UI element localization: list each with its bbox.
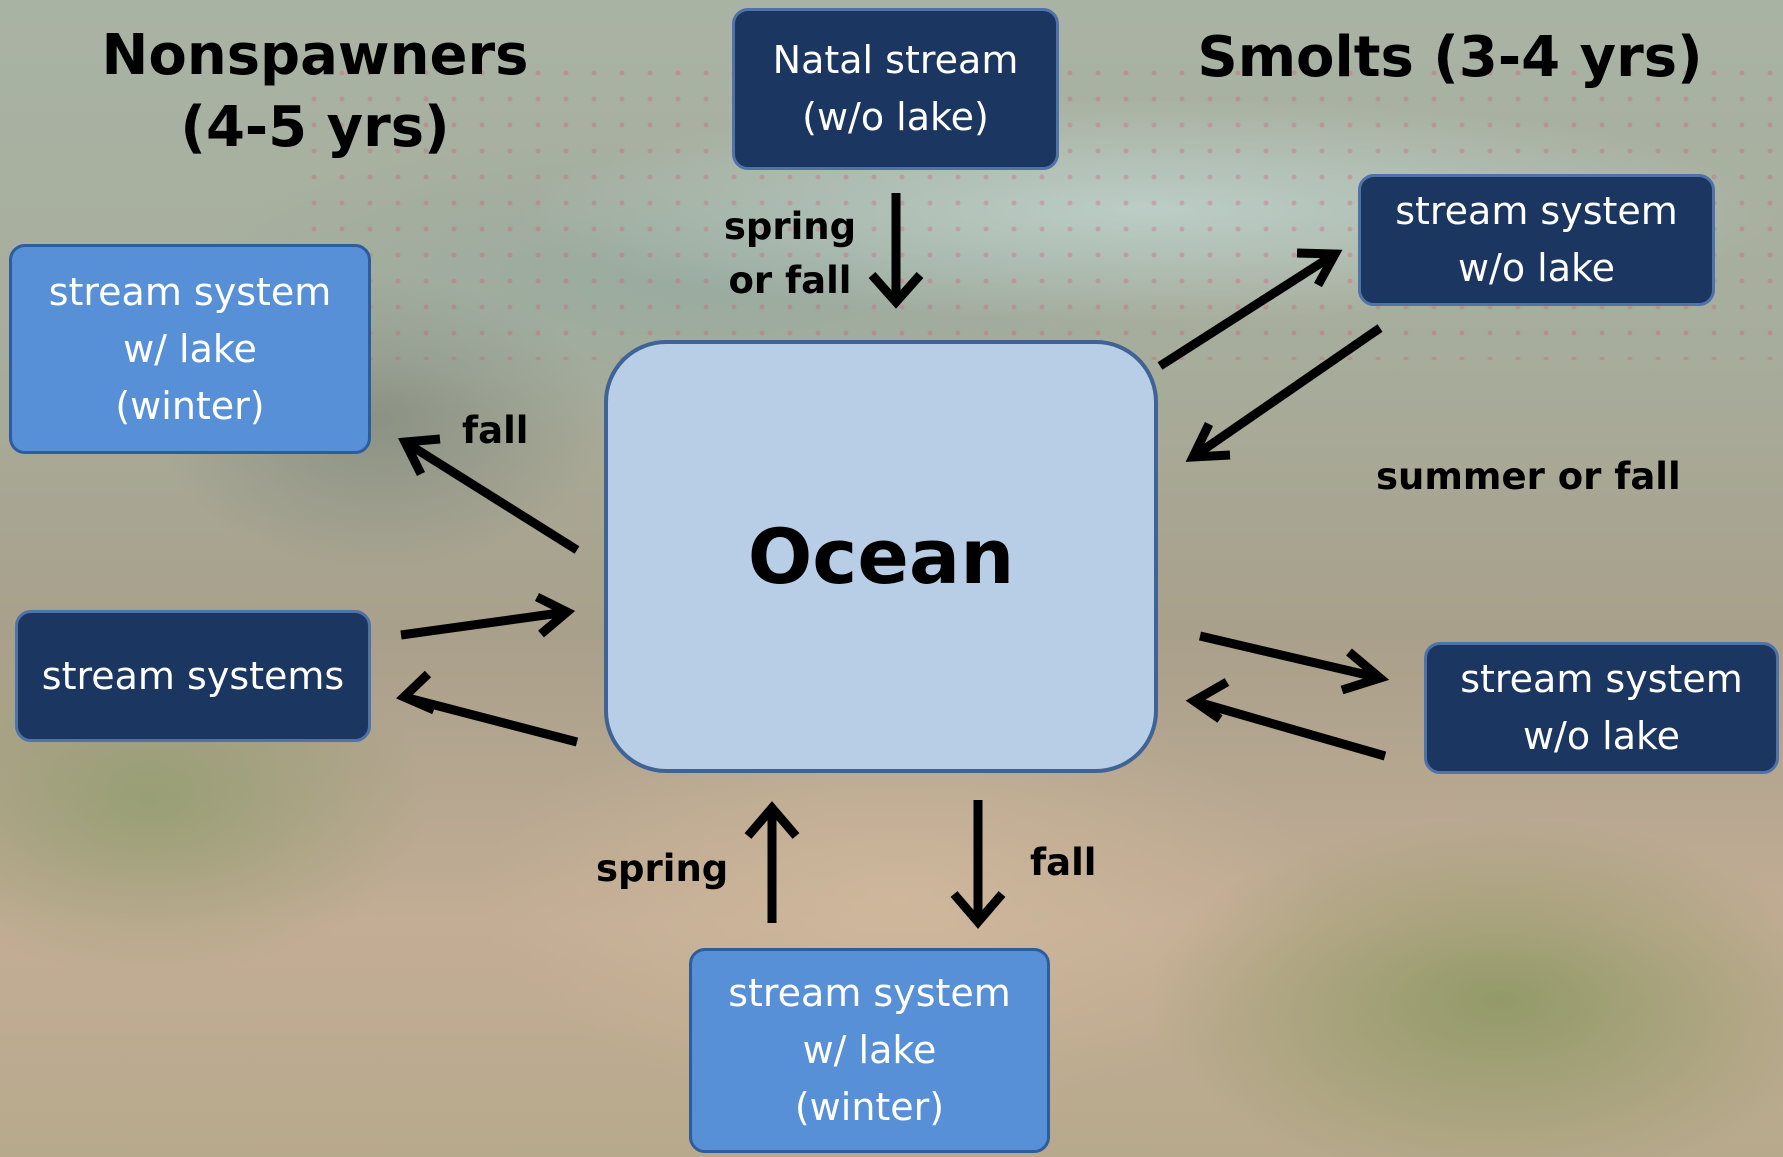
- nonspawners-heading-line2: (4-5 yrs): [180, 95, 450, 160]
- right-top-to-ocean-arrow: [1185, 324, 1383, 462]
- natal-season-line2: or fall: [728, 259, 852, 302]
- right-top-box-line2: w/o lake: [1457, 246, 1616, 290]
- left-fall-label: fall: [462, 409, 529, 452]
- natal-season-line1: spring: [723, 205, 857, 248]
- ocean-to-right-mid-arrow: [1198, 631, 1390, 695]
- bottom-stream-system-lake-box: stream system w/ lake (winter): [689, 948, 1050, 1153]
- ocean-to-right-top-arrow: [1157, 248, 1343, 370]
- right-mid-box-line2: w/o lake: [1522, 714, 1681, 758]
- right-mid-box-line1: stream system: [1460, 657, 1743, 701]
- ocean-box: Ocean: [604, 340, 1158, 773]
- left-streams-to-ocean-arrow: [400, 592, 576, 640]
- nonspawners-heading-line1: Nonspawners: [101, 23, 529, 88]
- bottom-to-ocean-arrow: [744, 801, 800, 923]
- natal-season-label: spring or fall: [720, 200, 860, 308]
- ocean-to-left-streams-arrow: [395, 670, 579, 747]
- natal-stream-line2: (w/o lake): [802, 95, 989, 139]
- spring-label: spring: [596, 847, 729, 890]
- summer-or-fall-label: summer or fall: [1376, 455, 1681, 498]
- nonspawners-heading: Nonspawners (4-5 yrs): [80, 20, 550, 164]
- right-top-box-line1: stream system: [1395, 189, 1678, 233]
- ocean-label: Ocean: [747, 512, 1015, 601]
- left-lake-box-line3: (winter): [115, 383, 265, 428]
- left-lake-box-line1: stream system: [48, 269, 332, 314]
- bottom-lake-box-line3: (winter): [794, 1085, 945, 1129]
- ocean-to-bottom-arrow: [950, 800, 1006, 929]
- right-mid-to-ocean-arrow: [1185, 678, 1387, 761]
- bottom-lake-box-line2: w/ lake: [802, 1028, 937, 1072]
- right-top-stream-system-box: stream system w/o lake: [1358, 174, 1715, 306]
- natal-stream-line1: Natal stream: [772, 38, 1019, 82]
- bottom-lake-box-line1: stream system: [728, 971, 1011, 1015]
- left-lake-box-line2: w/ lake: [123, 326, 257, 371]
- left-stream-systems-box: stream systems: [15, 610, 371, 742]
- natal-stream-box: Natal stream (w/o lake): [732, 8, 1059, 170]
- right-mid-stream-system-box: stream system w/o lake: [1424, 642, 1779, 774]
- smolts-heading: Smolts (3-4 yrs): [1197, 25, 1703, 90]
- natal-to-ocean-arrow: [868, 193, 924, 309]
- bottom-fall-label: fall: [1030, 841, 1097, 884]
- left-stream-system-lake-box: stream system w/ lake (winter): [9, 244, 371, 454]
- ocean-to-left-lake-arrow: [398, 434, 580, 554]
- left-stream-systems-line1: stream systems: [41, 653, 345, 698]
